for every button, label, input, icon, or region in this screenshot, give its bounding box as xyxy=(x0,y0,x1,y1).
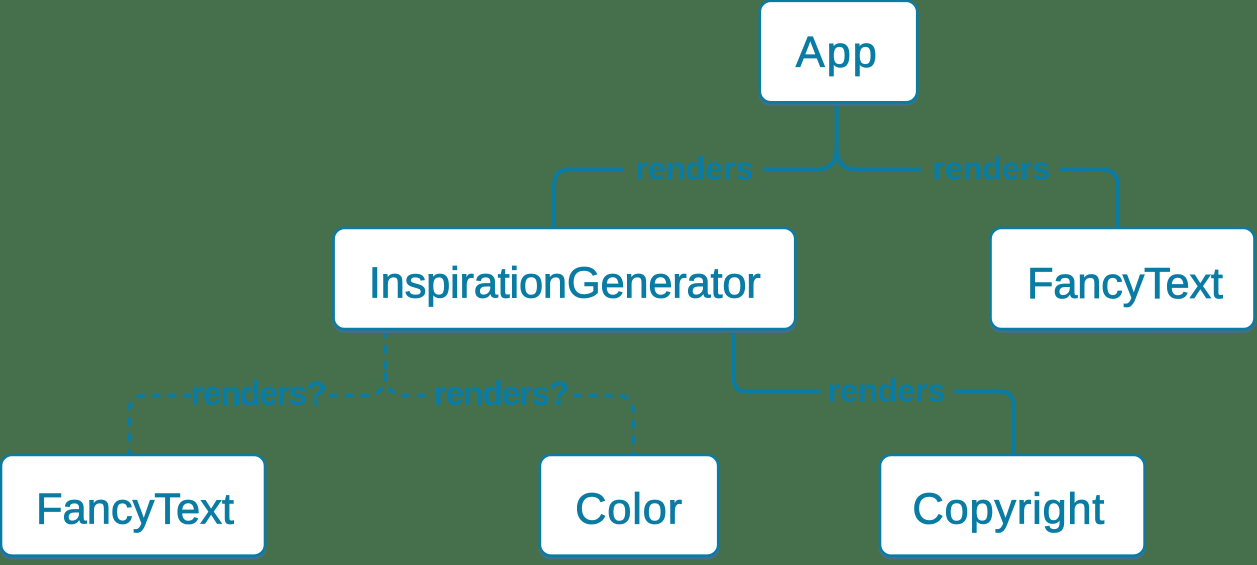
svg-text:App: App xyxy=(796,29,877,77)
svg-text:renders: renders xyxy=(828,371,946,408)
svg-text:FancyText: FancyText xyxy=(1027,260,1223,308)
svg-text:Color: Color xyxy=(575,486,682,534)
svg-text:renders: renders xyxy=(635,149,753,186)
svg-text:InspirationGenerator: InspirationGenerator xyxy=(369,260,761,308)
svg-text:renders?: renders? xyxy=(191,375,327,413)
svg-text:renders: renders xyxy=(932,149,1050,186)
svg-text:Copyright: Copyright xyxy=(912,486,1104,534)
svg-text:FancyText: FancyText xyxy=(36,486,234,534)
svg-text:renders?: renders? xyxy=(434,375,570,413)
